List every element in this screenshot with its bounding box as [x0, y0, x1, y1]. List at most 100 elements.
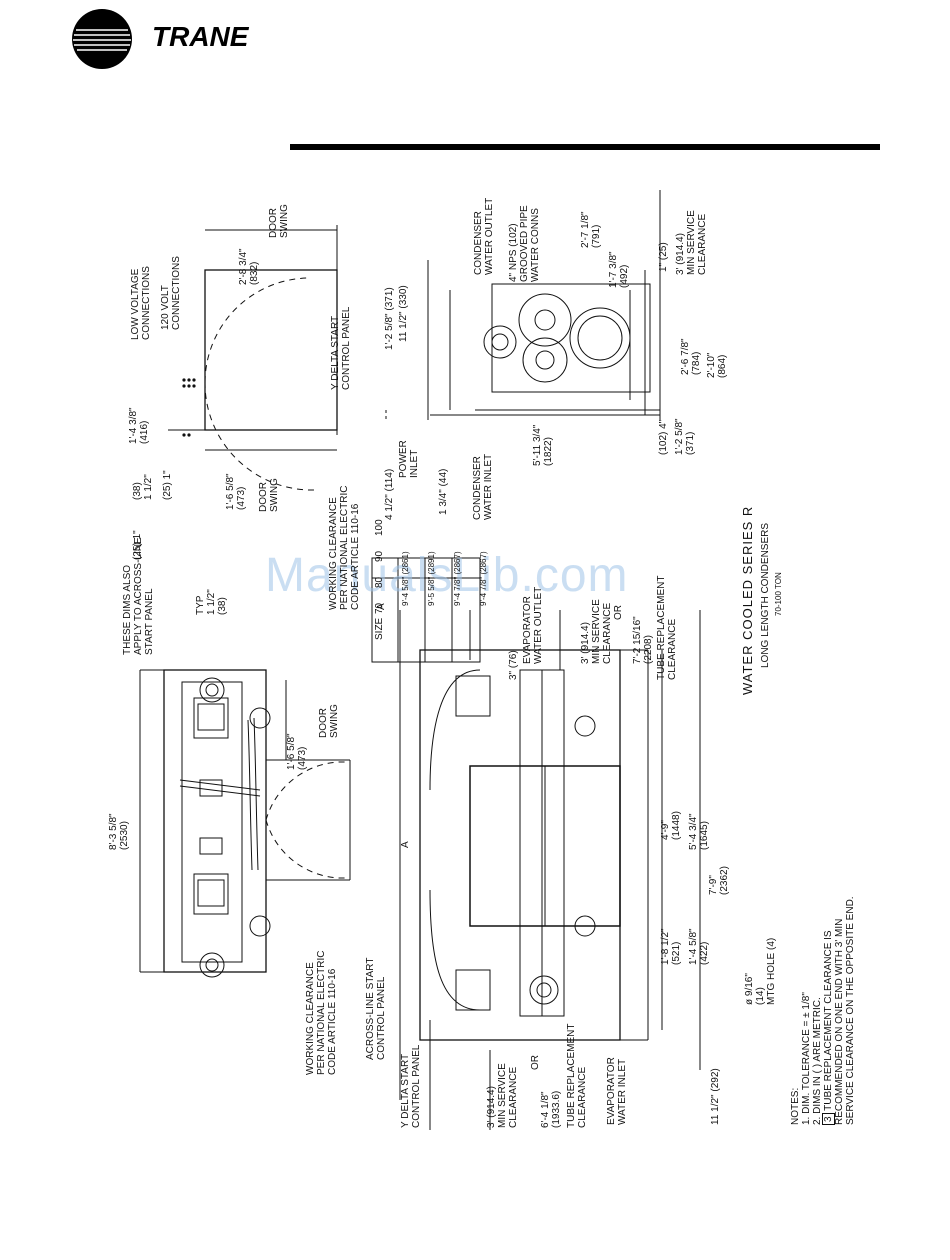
label: CLEARANCE: [602, 602, 613, 664]
dim-value: 1 1/2": [143, 474, 154, 500]
dim-2208: 7'-2 15/16"(2208): [632, 616, 654, 664]
label: GROOVED PIPE: [519, 205, 530, 282]
label: SWING: [329, 704, 340, 738]
table-cell-100: 9'-4 7/8" (2867): [478, 551, 489, 606]
dim-330: 11 1/2" (330): [398, 285, 409, 342]
label: WORKING CLEARANCE: [328, 497, 339, 610]
dim-metric: (492): [619, 264, 630, 288]
dim-metric: (371): [685, 431, 696, 455]
note-2: 2. DIMS IN ( ) ARE METRIC.: [812, 997, 823, 1125]
label: CONDENSER: [473, 211, 484, 275]
ydelta-panel-view: [168, 225, 338, 491]
dim-1645: 5'-4 3/4"(1645): [688, 813, 710, 850]
dim-metric: (1645): [699, 821, 710, 850]
label: CLEARANCE: [577, 1066, 588, 1128]
label: WATER INLET: [483, 453, 494, 520]
size-table-grid: [371, 557, 481, 663]
label: MIN SERVICE: [686, 210, 697, 275]
label: APPLY TO ACROSS-LINE: [133, 537, 144, 655]
label: INLET: [409, 449, 420, 478]
label: CONTROL PANEL: [411, 1044, 422, 1128]
dimension-drawing: [139, 190, 701, 1130]
dim-114: 4 1/2" (114): [384, 469, 395, 520]
label: CONTROL PANEL: [376, 976, 387, 1060]
dim-value: 4 1/2" (114): [384, 468, 395, 520]
header-rule: [290, 144, 880, 150]
dim-value: 8'-3 5/8": [108, 813, 119, 850]
label: MIN SERVICE: [591, 599, 602, 664]
dim-value: 7'-2 15/16": [632, 616, 643, 664]
notes-heading: NOTES:: [790, 1087, 801, 1125]
label: CLEARANCE: [508, 1066, 519, 1128]
title-main: WATER COOLED SERIES R: [740, 505, 755, 695]
label: 4" NPS (102): [508, 223, 519, 282]
table-cell-90: 9'-4 7/8" (2867): [452, 551, 463, 606]
note-3c: SERVICE CLEARANCE ON THE OPPOSITE END.: [845, 896, 856, 1125]
dim-2530: 8'-3 5/8"(2530): [108, 813, 130, 850]
label: Y DELTA START: [400, 1053, 411, 1128]
dim-102: (102) 4": [658, 420, 669, 455]
dim-value: 1 1/2": [206, 589, 217, 615]
dim-value: 1'-6 5/8": [225, 473, 236, 510]
dim-value: 2'-10": [706, 352, 717, 378]
label: SWING: [279, 204, 290, 238]
label: TYP: [195, 595, 206, 615]
dim-value: 1'-4 5/8": [688, 928, 699, 965]
dim-value: 1'-2 5/8": [674, 418, 685, 455]
label: 120 VOLT: [160, 285, 171, 330]
dim-2362: 7'-9"(2362): [708, 866, 730, 895]
dim-metric: (1822): [543, 437, 554, 466]
table-row: 90: [374, 550, 385, 562]
dim-metric: (2208): [643, 635, 654, 664]
note-3b: RECOMMENDED ON ONE END WITH 3' MIN: [834, 918, 845, 1125]
dim-25-end: 1" (25): [658, 242, 669, 272]
table-cell-70: 9'-4 5/8" (2861): [400, 551, 411, 606]
drawing-title: WATER COOLED SERIES R: [740, 506, 755, 695]
label: DOOR: [258, 482, 269, 512]
dim-value: (102) 4": [658, 419, 669, 455]
label: CONNECTIONS: [171, 256, 182, 330]
drawing-tonnage: 70-100 TON: [773, 572, 784, 616]
dim-492: 1'-7 3/8"(492): [608, 251, 630, 288]
label: 3' (914.4): [580, 622, 591, 664]
label: PER NATIONAL ELECTRIC: [339, 485, 350, 610]
dim-1933: 6'-4 1/8"(1933.6): [540, 1091, 562, 1128]
title-sub1: LONG LENGTH CONDENSERS: [760, 522, 771, 668]
dim-value: 5'-11 3/4": [532, 424, 543, 466]
label: ACROSS-LINE START: [365, 957, 376, 1060]
label: SWING: [269, 478, 280, 512]
dim-metric: (2530): [119, 821, 130, 850]
dim-value: 1" (25): [658, 242, 669, 272]
dim-371b: 1'-2 5/8"(371): [674, 418, 696, 455]
dim-value: 11 1/2" (292): [710, 1068, 721, 1125]
label: ø 9/16": [744, 973, 755, 1005]
label: CODE ARTICLE 110-16: [350, 503, 361, 610]
label: CONNECTIONS: [141, 266, 152, 340]
table-cell: 9'-5 5/8" (2891): [427, 551, 436, 606]
dim-metric: (1933.6): [551, 1090, 562, 1128]
dim-422: 1'-4 5/8"(422): [688, 928, 710, 965]
label: MTG HOLE (4): [766, 937, 777, 1005]
title-sub2: 70-100 TON: [774, 572, 783, 616]
label: CODE ARTICLE 110-16: [327, 968, 338, 1075]
label: EVAPORATOR: [522, 596, 533, 664]
dim-value: 6'-4 1/8": [540, 1091, 551, 1128]
dim-521: 1'-8 1/2"(521): [660, 928, 682, 965]
dim-metric: (784): [691, 351, 702, 375]
label: (14): [755, 987, 766, 1005]
brand-name: TRANE: [152, 21, 250, 52]
dim-value: 1'-7 3/8": [608, 251, 619, 288]
label: CLEARANCE: [697, 213, 708, 275]
dim-metric: (521): [671, 941, 682, 965]
label: MIN SERVICE: [497, 1063, 508, 1128]
